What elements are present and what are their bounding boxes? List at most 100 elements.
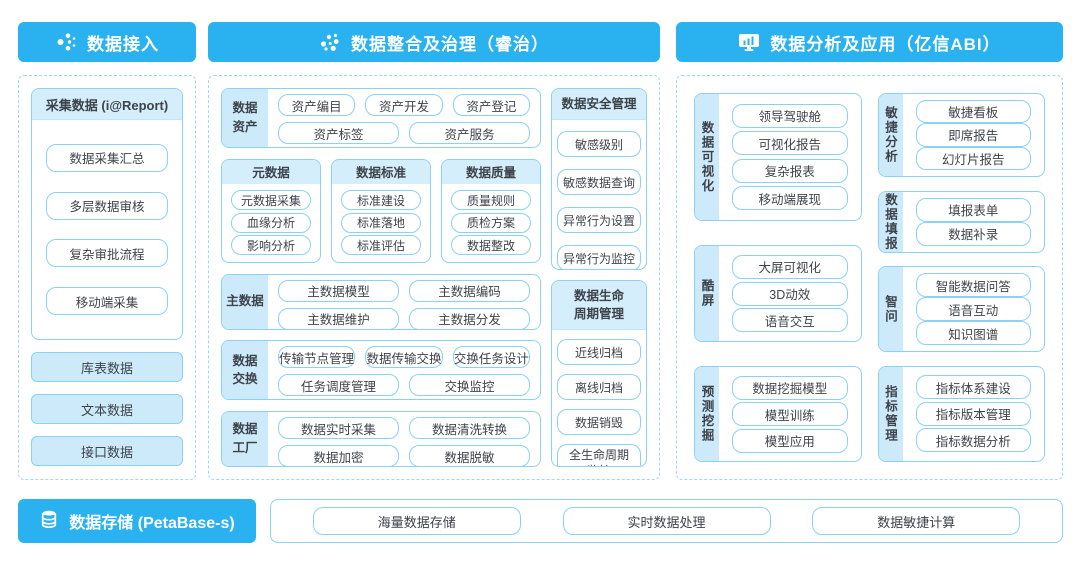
collect-data-box: 采集数据 (i@Report) 数据采集汇总 多层数据审核 复杂审批流程 移动端… (31, 88, 183, 340)
feature-pill: 语音交互 (732, 308, 848, 333)
group-label-smart-ask: 智问 (878, 267, 903, 352)
group-items: 数据挖掘模型 模型训练 模型应用 (719, 367, 861, 461)
monitor-chart-icon (738, 32, 760, 52)
group-smart-ask: 智问 智能数据问答 语音互动 知识图谱 (877, 266, 1045, 353)
feature-pill: 数据整改 (451, 235, 531, 256)
metadata-title: 元数据 (222, 159, 320, 184)
row-meta-standard-quality: 元数据 元数据采集 血缘分析 影响分析 数据标准 标准建设 标准落地 标准评估 … (221, 158, 541, 263)
feature-pill: 数据补录 (915, 221, 1031, 246)
feature-pill: 任务调度管理 (278, 374, 399, 397)
box-items: 近线归档 离线归档 数据销毁 全生命周期 监控 (552, 330, 646, 466)
feature-pill: 领导驾驶舱 (732, 103, 848, 128)
group-cool-screen: 酷屏 大屏可视化 3D动效 语音交互 (694, 245, 862, 342)
data-lifecycle-title: 数据生命 周期管理 (552, 281, 646, 331)
feature-pill: 资产服务 (409, 122, 530, 144)
feature-pill: 指标体系建设 (915, 375, 1031, 400)
feature-pill: 数据采集汇总 (46, 143, 168, 172)
governance-side-column: 数据安全管理 敏感级别 敏感数据查询 异常行为设置 异常行为监控 数据生命 周期… (551, 88, 647, 467)
box-items: 敏感级别 敏感数据查询 异常行为设置 异常行为监控 (552, 120, 646, 269)
group-label-agile-analysis: 敏捷分析 (878, 94, 903, 176)
feature-pill: 全生命周期 监控 (557, 444, 641, 466)
data-security-box: 数据安全管理 敏感级别 敏感数据查询 异常行为设置 异常行为监控 (551, 88, 647, 270)
data-source-item: 文本数据 (31, 394, 183, 424)
data-standard-box: 数据标准 标准建设 标准落地 标准评估 (331, 158, 431, 263)
row-label-data-factory: 数据 工厂 (222, 412, 268, 466)
row-data-factory: 数据 工厂 数据实时采集 数据清洗转换 数据加密 数据脱敏 (221, 411, 541, 467)
collect-data-title: 采集数据 (i@Report) (32, 89, 182, 120)
feature-pill: 资产登记 (452, 94, 530, 116)
pill-line: 资产编目 资产开发 资产登记 (278, 94, 530, 116)
feature-pill: 大屏可视化 (732, 254, 848, 279)
feature-pill: 主数据编码 (409, 279, 530, 302)
feature-pill: 海量数据存储 (312, 507, 521, 535)
feature-pill: 资产标签 (278, 122, 399, 144)
group-label-data-reporting: 数据填报 (878, 191, 903, 252)
feature-pill: 异常行为设置 (557, 207, 641, 234)
header-data-analysis: 数据分析及应用（亿信ABI） (676, 22, 1063, 62)
header-data-storage: 数据存储 (PetaBase-s) (18, 499, 256, 543)
governance-main-column: 数据 资产 资产编目 资产开发 资产登记 资产标签 资产服务 元数据 元数据采集… (221, 88, 541, 467)
feature-pill: 数据传输交换 (365, 346, 443, 369)
data-source-item: 接口数据 (31, 436, 183, 466)
feature-pill: 移动端采集 (46, 287, 168, 316)
group-data-visualization: 数据可视化 领导驾驶舱 可视化报告 复杂报表 移动端展现 (694, 93, 862, 221)
feature-pill: 指标版本管理 (915, 401, 1031, 426)
row-content: 传输节点管理 数据传输交换 交换任务设计 任务调度管理 交换监控 (268, 341, 540, 399)
feature-pill: 3D动效 (732, 281, 848, 306)
feature-pill: 资产开发 (365, 94, 443, 116)
feature-pill: 填报表单 (915, 197, 1031, 222)
group-predictive-mining: 预测挖掘 数据挖掘模型 模型训练 模型应用 (694, 366, 862, 462)
feature-pill: 近线归档 (557, 339, 641, 366)
pill-line: 资产标签 资产服务 (278, 122, 530, 144)
feature-pill: 元数据采集 (231, 190, 311, 211)
data-lifecycle-box: 数据生命 周期管理 近线归档 离线归档 数据销毁 全生命周期 监控 (551, 280, 647, 467)
metadata-box: 元数据 元数据采集 血缘分析 影响分析 (221, 158, 321, 263)
feature-pill: 资产编目 (278, 94, 356, 116)
feature-pill: 数据加密 (278, 445, 399, 466)
dots-network-icon (55, 31, 77, 53)
pill-line: 数据加密 数据脱敏 (278, 445, 530, 466)
feature-pill: 离线归档 (557, 374, 641, 401)
feature-pill: 模型训练 (732, 402, 848, 426)
feature-pill: 主数据分发 (409, 307, 530, 329)
group-items: 敏捷看板 即席报告 幻灯片报告 (903, 94, 1045, 176)
panel-data-analysis: 数据可视化 领导驾驶舱 可视化报告 复杂报表 移动端展现 酷屏 大屏可视化 3D… (676, 75, 1063, 480)
feature-pill: 复杂审批流程 (46, 239, 168, 268)
feature-pill: 多层数据审核 (46, 191, 168, 220)
group-label-data-visualization: 数据可视化 (695, 94, 719, 220)
feature-pill: 标准评估 (341, 235, 421, 256)
feature-pill: 数据销毁 (557, 409, 641, 436)
group-indicator-management: 指标管理 指标体系建设 指标版本管理 指标数据分析 (877, 365, 1045, 462)
feature-pill: 幻灯片报告 (915, 146, 1031, 170)
panel-data-governance: 数据 资产 资产编目 资产开发 资产登记 资产标签 资产服务 元数据 元数据采集… (208, 75, 660, 480)
storage-capabilities-box: 海量数据存储 实时数据处理 数据敏捷计算 (270, 499, 1063, 543)
feature-pill: 数据敏捷计算 (812, 507, 1021, 535)
header-data-access: 数据接入 (18, 22, 196, 62)
feature-pill: 主数据模型 (278, 279, 399, 302)
feature-pill: 移动端展现 (732, 186, 848, 211)
feature-pill: 敏捷看板 (915, 100, 1031, 124)
feature-pill: 影响分析 (231, 235, 311, 256)
pill-line: 任务调度管理 交换监控 (278, 374, 530, 397)
feature-pill: 传输节点管理 (278, 346, 356, 369)
feature-pill: 指标数据分析 (915, 428, 1031, 453)
pill-line: 主数据模型 主数据编码 (278, 279, 530, 302)
group-label-indicator-management: 指标管理 (878, 366, 903, 461)
group-items: 填报表单 数据补录 (903, 192, 1045, 252)
collect-data-items: 数据采集汇总 多层数据审核 复杂审批流程 移动端采集 (32, 120, 182, 339)
group-agile-analysis: 敏捷分析 敏捷看板 即席报告 幻灯片报告 (877, 93, 1045, 177)
feature-pill: 质量规则 (451, 190, 531, 211)
database-icon (39, 509, 59, 534)
row-content: 资产编目 资产开发 资产登记 资产标签 资产服务 (268, 89, 540, 147)
feature-pill: 质检方案 (451, 212, 531, 233)
row-master-data: 主数据 主数据模型 主数据编码 主数据维护 主数据分发 (221, 273, 541, 330)
header-label: 数据分析及应用（亿信ABI） (770, 34, 1001, 54)
row-label-master-data: 主数据 (222, 274, 268, 329)
feature-pill: 实时数据处理 (562, 507, 771, 535)
feature-pill: 标准建设 (341, 190, 421, 211)
data-quality-title: 数据质量 (442, 159, 540, 184)
feature-pill: 模型应用 (732, 428, 848, 453)
data-security-title: 数据安全管理 (552, 89, 646, 121)
header-label: 数据接入 (87, 34, 159, 54)
feature-pill: 复杂报表 (732, 158, 848, 183)
